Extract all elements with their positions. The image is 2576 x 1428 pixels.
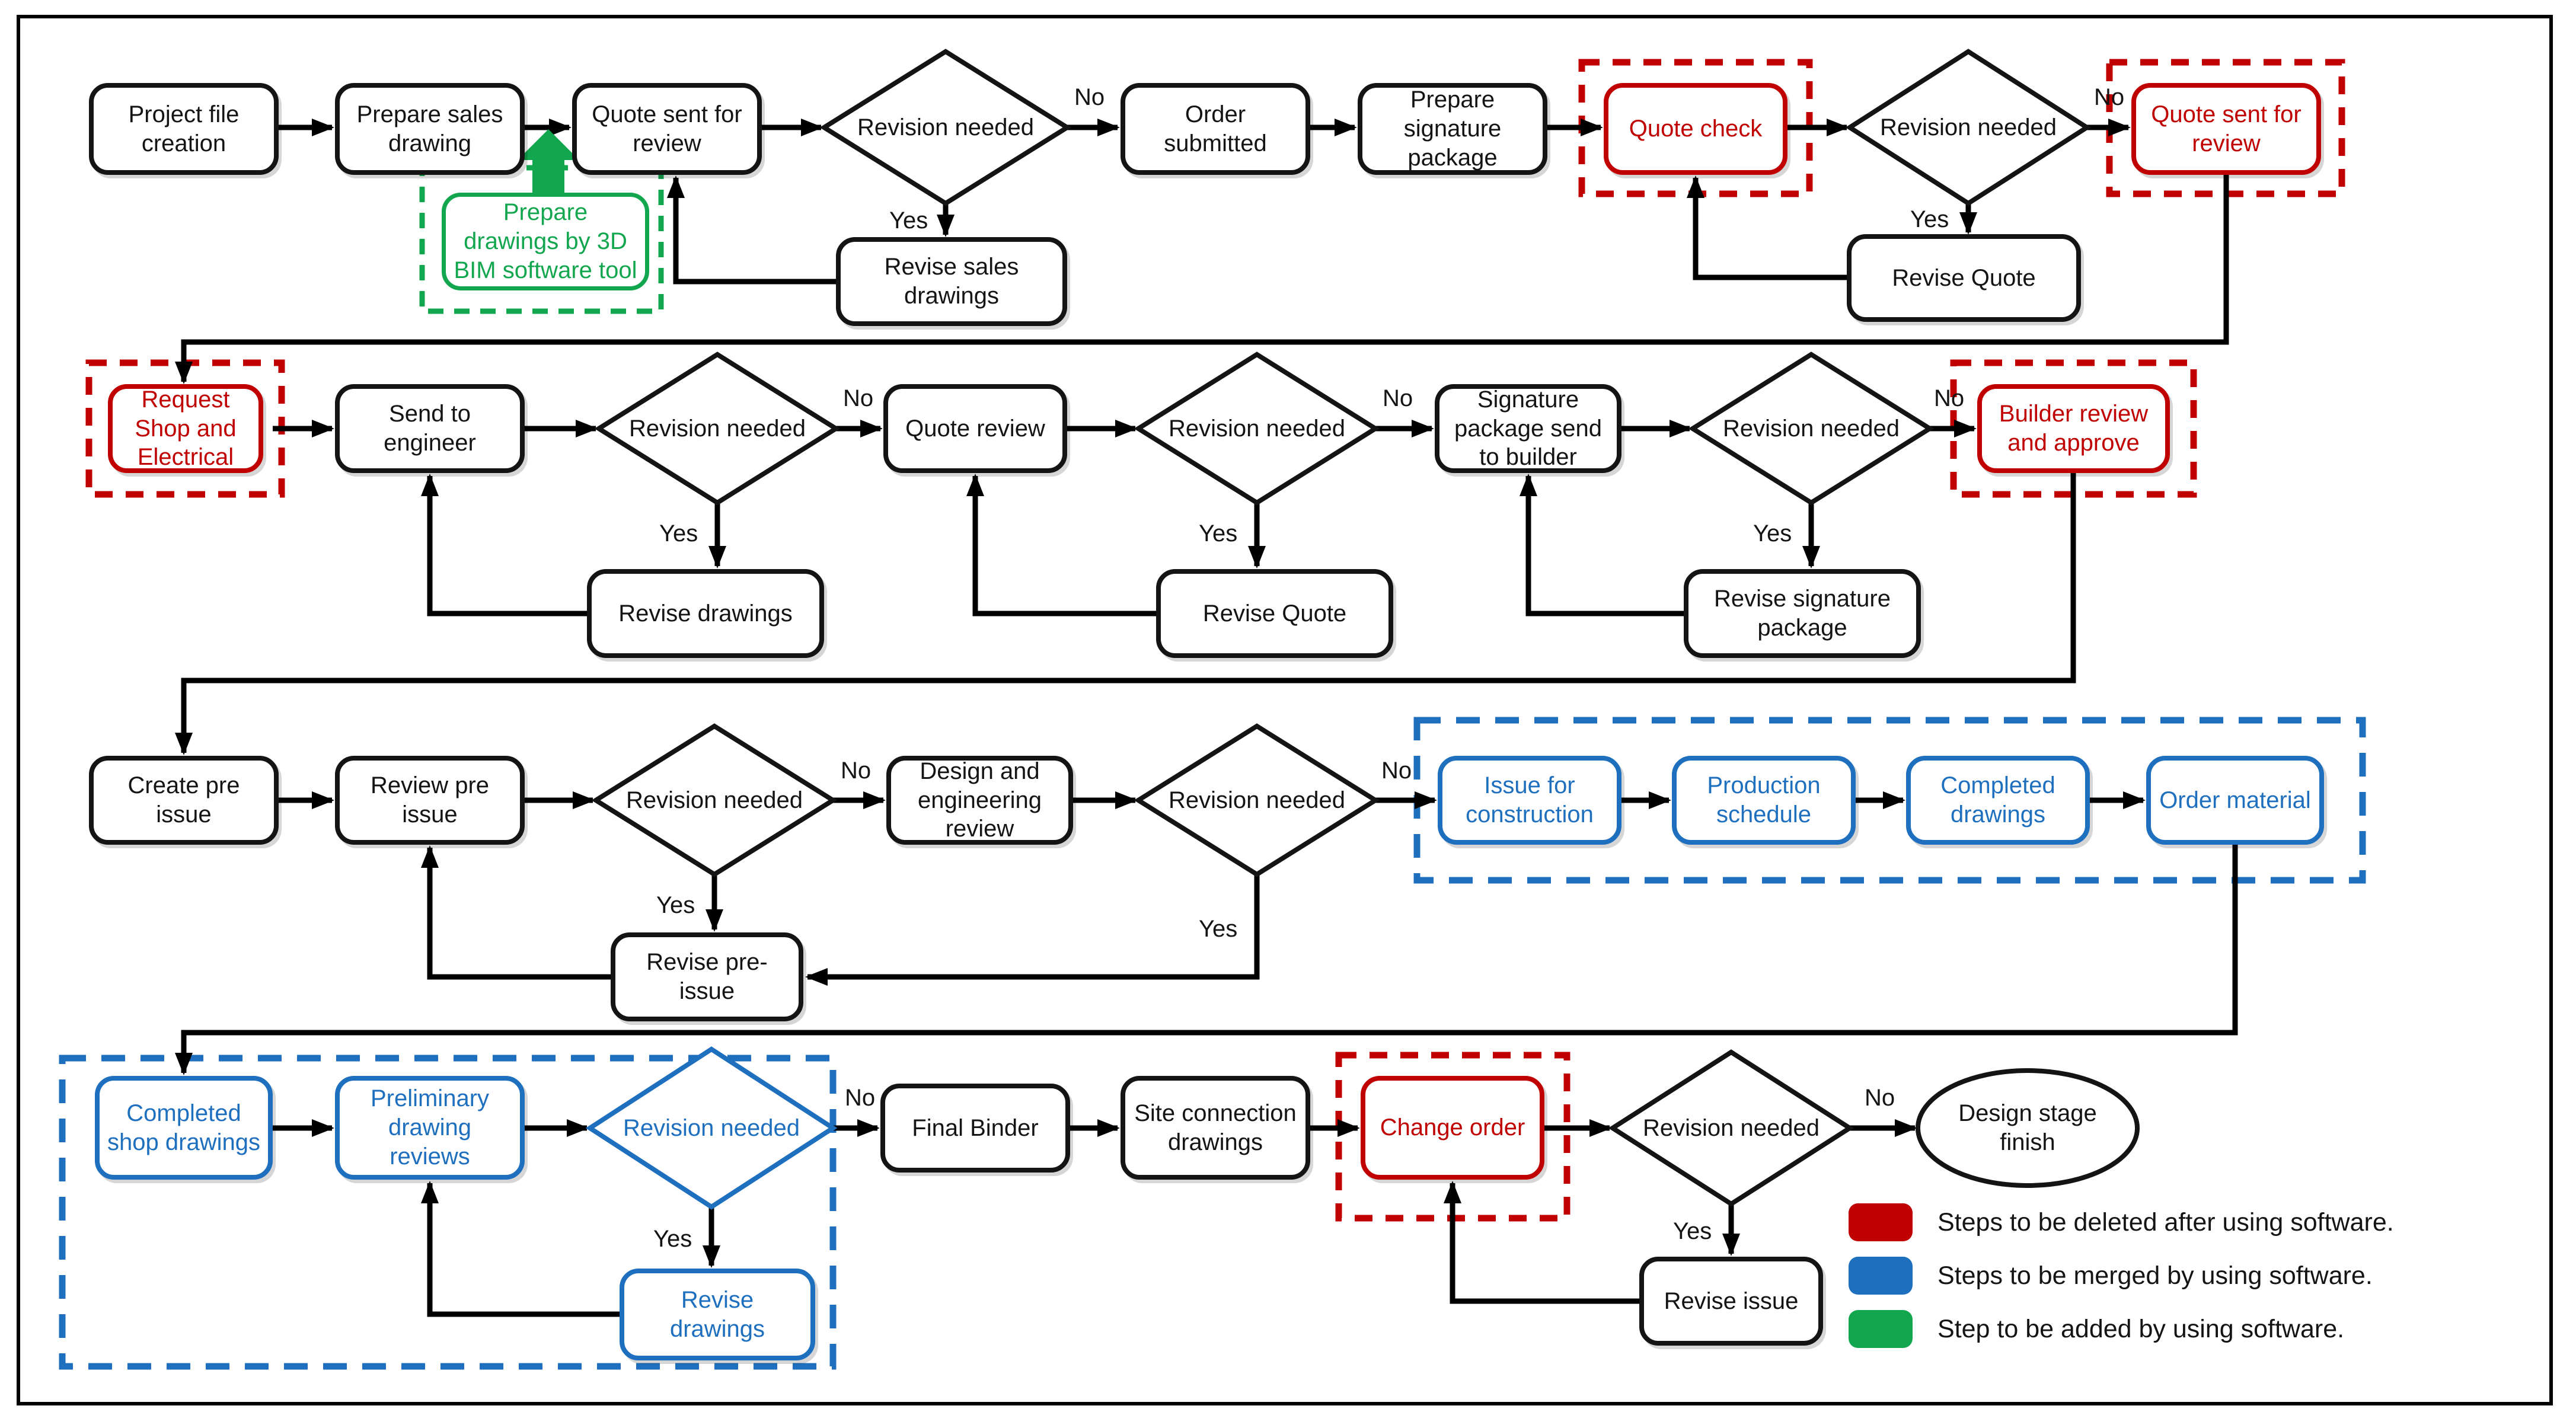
- node-create-pre-issue: Create pre issue: [89, 756, 279, 845]
- group-merge-shop-drawings: [59, 1055, 837, 1370]
- node-quote-sent-for-review-2: Quote sent for review: [2131, 83, 2321, 175]
- edge-label-no: No: [843, 385, 874, 411]
- edge-label-yes: Yes: [653, 1226, 692, 1252]
- node-prepare-drawings-bim: Prepare drawings by 3D BIM software tool: [442, 193, 649, 290]
- decision-shape: [1608, 1049, 1854, 1207]
- node-site-connection-drawings: Site connection drawings: [1121, 1076, 1310, 1180]
- decision-revision-needed: Revision needed: [629, 415, 806, 442]
- edge-label-yes: Yes: [656, 892, 695, 918]
- node-request-shop-electrical: Request Shop and Electrical: [108, 384, 263, 473]
- outer-border: [17, 15, 2553, 1405]
- edges-row-2: [175, 420, 2076, 755]
- edge-label-yes: Yes: [1673, 1218, 1712, 1244]
- edge-label-yes: Yes: [1910, 206, 1949, 232]
- decision-shape: [594, 352, 841, 506]
- edge-label-no: No: [1381, 758, 1412, 784]
- node-revise-sales-drawings: Revise sales drawings: [836, 237, 1067, 326]
- edge-label-yes: Yes: [659, 520, 698, 547]
- edges-row-3: [175, 791, 2238, 1075]
- edges-row-1: [175, 119, 2229, 384]
- node-completed-drawings: Completed drawings: [1906, 756, 2090, 845]
- decision-shape: [1134, 723, 1380, 877]
- node-revise-quote-2: Revise Quote: [1156, 569, 1393, 658]
- node-revise-pre-issue: Revise pre-issue: [611, 932, 803, 1021]
- legend-label-merged: Steps to be merged by using software.: [1937, 1261, 2373, 1290]
- edge-label-yes: Yes: [1199, 916, 1238, 942]
- node-builder-review-approve: Builder review and approve: [1977, 384, 2170, 473]
- edge-label-no: No: [1074, 84, 1105, 110]
- edge-label-no: No: [1865, 1085, 1895, 1111]
- legend: Steps to be deleted after using software…: [1849, 1203, 2394, 1348]
- edges-row-4: [273, 1119, 1917, 1317]
- green-up-arrow-icon: [518, 129, 579, 193]
- node-completed-shop-drawings: Completed shop drawings: [95, 1076, 273, 1180]
- decision-shape: [591, 723, 838, 877]
- node-order-submitted: Order submitted: [1121, 83, 1310, 175]
- node-production-schedule: Production schedule: [1672, 756, 1856, 845]
- decision-revision-needed: Revision needed: [1723, 415, 1900, 442]
- decision-revision-needed: Revision needed: [1169, 415, 1345, 442]
- legend-swatch-deleted: [1849, 1203, 1913, 1241]
- terminator-design-stage-finish: Design stage finish: [1958, 1100, 2097, 1155]
- node-prepare-signature-package: Prepare signature package: [1358, 83, 1547, 175]
- decision-shape-blue: [585, 1046, 838, 1210]
- decision-revision-needed: Revision needed: [1169, 787, 1345, 813]
- node-quote-check: Quote check: [1604, 83, 1787, 175]
- legend-item-added: Step to be added by using software.: [1849, 1310, 2394, 1348]
- edge-label-no: No: [845, 1085, 876, 1111]
- node-change-order: Change order: [1361, 1076, 1544, 1180]
- node-prepare-sales-drawing: Prepare sales drawing: [335, 83, 525, 175]
- node-issue-for-construction: Issue for construction: [1438, 756, 1621, 845]
- decision-shape: [1134, 352, 1380, 506]
- decision-revision-needed: Revision needed: [626, 787, 803, 813]
- decision-shapes: [585, 49, 2092, 1210]
- legend-label-added: Step to be added by using software.: [1937, 1314, 2345, 1343]
- legend-swatch-added: [1849, 1310, 1913, 1348]
- node-order-material: Order material: [2146, 756, 2324, 845]
- legend-swatch-merged: [1849, 1257, 1913, 1295]
- node-revise-drawings-2: Revise drawings: [587, 569, 824, 658]
- node-revise-signature-package: Revise signature package: [1684, 569, 1921, 658]
- node-send-to-engineer: Send to engineer: [335, 384, 525, 473]
- node-quote-sent-for-review-1: Quote sent for review: [572, 83, 762, 175]
- node-final-binder: Final Binder: [880, 1084, 1070, 1173]
- edge-label-no: No: [1383, 385, 1413, 411]
- node-preliminary-drawing-reviews: Preliminary drawing reviews: [335, 1076, 525, 1180]
- node-project-file-creation: Project file creation: [89, 83, 279, 175]
- edge-label-yes: Yes: [1753, 520, 1792, 547]
- decision-revision-needed-blue: Revision needed: [623, 1114, 800, 1141]
- node-signature-package-send: Signature package send to builder: [1435, 384, 1621, 473]
- decision-revision-needed: Revision needed: [1880, 114, 2057, 140]
- edge-label-no: No: [2094, 84, 2125, 110]
- node-review-pre-issue: Review pre issue: [335, 756, 525, 845]
- legend-item-merged: Steps to be merged by using software.: [1849, 1257, 2394, 1295]
- decision-shape: [1688, 352, 1935, 506]
- node-revise-issue: Revise issue: [1639, 1257, 1823, 1346]
- decision-revision-needed: Revision needed: [1643, 1114, 1820, 1141]
- decision-shape: [1845, 49, 2092, 206]
- node-quote-review: Quote review: [883, 384, 1067, 473]
- node-revise-quote-1: Revise Quote: [1847, 234, 2081, 322]
- legend-label-deleted: Steps to be deleted after using software…: [1937, 1207, 2394, 1237]
- decision-revision-needed: Revision needed: [857, 114, 1034, 140]
- edge-label-yes: Yes: [1199, 520, 1238, 547]
- node-design-engineering-review: Design and engineering review: [886, 756, 1073, 845]
- edge-label-no: No: [841, 758, 872, 784]
- node-revise-drawings-4: Revise drawings: [620, 1269, 815, 1360]
- edge-label-yes: Yes: [889, 207, 928, 234]
- decision-shape: [819, 49, 1072, 206]
- legend-item-deleted: Steps to be deleted after using software…: [1849, 1203, 2394, 1241]
- edge-label-no: No: [1934, 385, 1965, 411]
- terminator-shape: [1916, 1068, 2140, 1188]
